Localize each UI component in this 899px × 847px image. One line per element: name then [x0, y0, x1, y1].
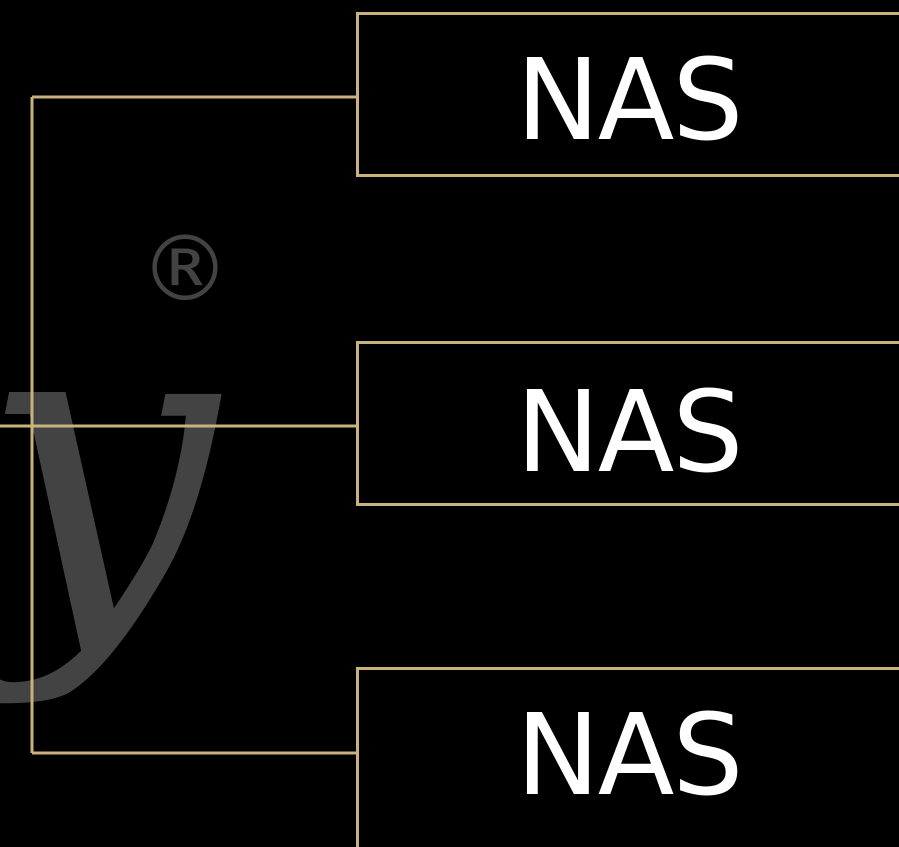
- watermark-glyph: y: [0, 221, 223, 710]
- registered-mark: ®: [140, 217, 230, 322]
- nas-node-1-label: NAS: [516, 36, 743, 166]
- nas-node-3-label: NAS: [516, 691, 743, 821]
- nas-node-1: NAS: [356, 12, 899, 177]
- nas-node-2-label: NAS: [516, 368, 743, 498]
- nas-node-2: NAS: [356, 341, 899, 506]
- nas-node-3: NAS: [356, 667, 899, 847]
